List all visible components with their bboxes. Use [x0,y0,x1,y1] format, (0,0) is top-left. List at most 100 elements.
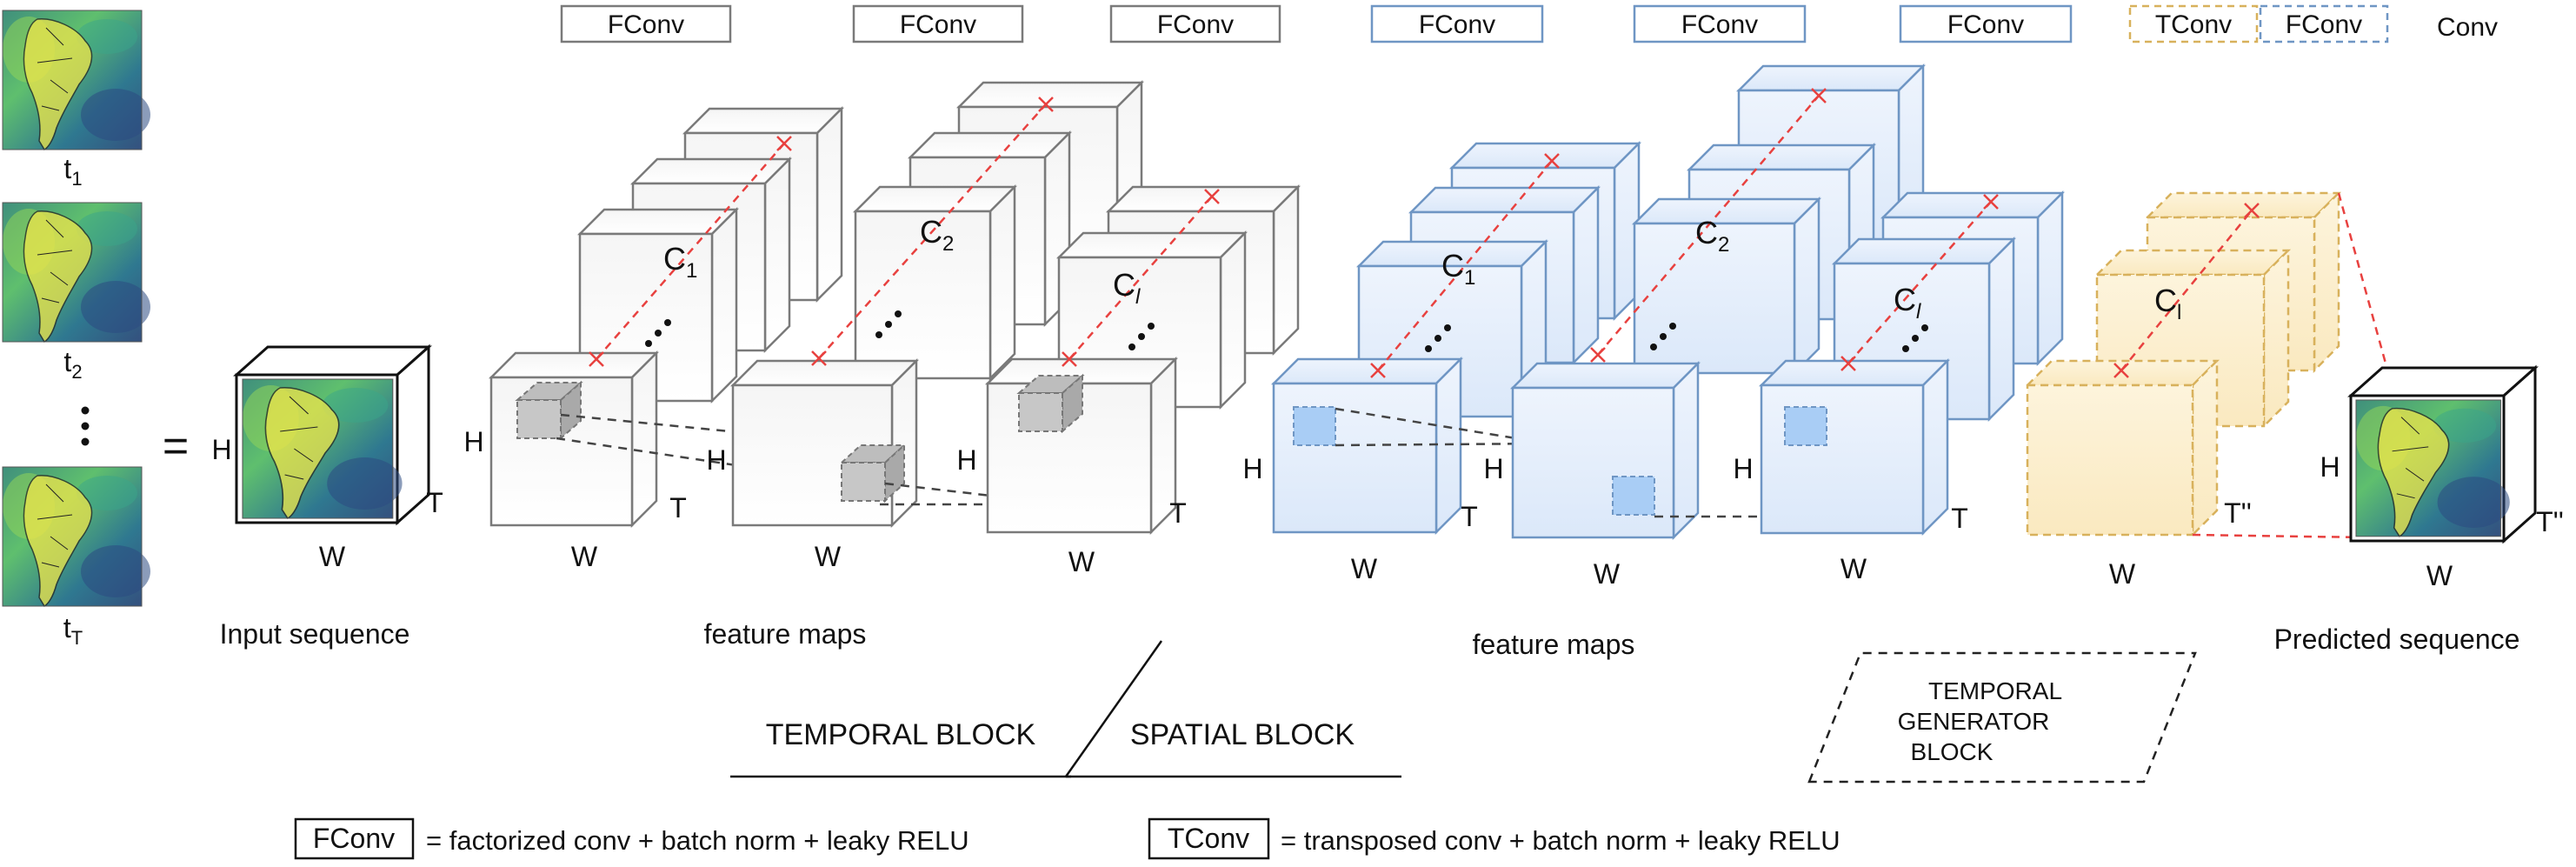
temporal-patch-1 [516,399,562,439]
temporal-cube3-w: W [1068,546,1095,577]
temporal-caption: feature maps [704,618,867,650]
temporal-projection-line-1b [556,437,766,471]
generator-label-line3: BLOCK [1911,738,1994,765]
fconv-header-5-label: FConv [1681,10,1758,39]
spatial-cube1-h: H [1242,453,1262,484]
temporal-cube2-w: W [815,541,842,572]
temporal-patch-3 [1018,392,1063,432]
spatial-cube3-c-sub: l [1916,300,1921,323]
fconv-header-3: FConv [1109,4,1281,43]
input-cube-w: W [319,541,346,572]
temporal-cube1-w: W [571,541,598,572]
input-cube-caption: Input sequence [220,618,410,650]
fconv-header-1-label: FConv [608,10,684,39]
legend-tconv-key: TConv [1168,823,1249,854]
generator-red-diagonal [2120,210,2253,371]
generator-w: W [2109,558,2136,590]
generator-c-sub: l [2177,301,2181,324]
spatial-patch-2 [1612,476,1655,516]
legend-fconv-desc: = factorized conv + batch norm + leaky R… [426,825,969,856]
fconv-header-4-label: FConv [1419,10,1495,39]
spatial-caption: feature maps [1473,629,1635,660]
temporal-red-x-1b [776,136,792,151]
generator-label-line2: GENERATOR [1898,708,2050,735]
temporal-stack-2 [729,79,1145,529]
input-cube-t: T [426,487,443,518]
spatial-ellipsis-1 [1425,324,1451,352]
output-cube-t: T'' [2536,506,2564,537]
temporal-projection-line-1a [560,413,766,437]
fconv-header-5: FConv [1633,4,1807,43]
temporal-ellipsis-3 [1128,323,1155,350]
spatial-cube3-c: C [1894,282,1916,317]
fconv-header-2: FConv [852,4,1024,43]
generator-c: C [2154,283,2177,318]
temporal-stack-2-layer-front [852,183,1018,382]
frame-t2-subscript: 2 [71,361,82,383]
temporal-cube1-h: H [463,426,483,457]
frame-t1-label: t [63,153,71,184]
svg-text:t2: t2 [63,346,82,383]
temporal-red-x-1a [589,351,604,367]
svg-text:t1: t1 [63,153,82,190]
vertical-ellipsis [81,406,90,446]
temporal-cube2-c: C [920,214,942,250]
generator-label-line1: TEMPORAL [1928,677,2062,704]
input-cube: H W T Input sequence [211,343,443,650]
fconv-header-7: FConv [2259,4,2389,43]
spatial-cube1-c: C [1441,248,1464,283]
legend-fconv-key: FConv [313,823,395,854]
temporal-stack-1 [488,105,845,529]
spatial-cube3-h: H [1733,453,1753,484]
legend-tconv: TConv = transposed conv + batch norm + l… [1148,817,1840,860]
frame-t1-subscript: 1 [71,168,82,190]
temporal-block: C1 H W T [463,79,1301,650]
temporal-patch-1-side [560,380,582,441]
frame-t2: t2 [2,202,151,383]
temporal-cube3-c-sub: l [1135,285,1141,309]
output-connector-bottom [2192,533,2366,539]
spatial-red-diagonal-2 [1597,95,1820,356]
spatial-cube2-w: W [1594,558,1621,590]
temporal-cube3-t: T [1169,497,1187,529]
svg-text:Cl: Cl [1894,282,1921,323]
svg-text:Cl: Cl [2154,283,2181,324]
temporal-cube1-c-sub: 1 [686,259,697,283]
svg-text:Cl: Cl [1113,267,1141,309]
fconv-header-6-label: FConv [1947,10,2024,39]
svg-text:C2: C2 [1695,215,1729,257]
legend: FConv = factorized conv + batch norm + l… [294,817,1840,860]
spatial-cube2-h: H [1483,453,1503,484]
spatial-cube1-t: T [1461,501,1478,532]
temporal-stack-1-input-face [488,350,660,529]
fconv-header-1: FConv [560,4,732,43]
temporal-stack-3-input-face [984,356,1179,536]
temporal-cube2-c-sub: 2 [942,232,954,256]
output-cube-h: H [2320,451,2340,483]
spatial-ellipsis-2 [1650,323,1676,350]
spatial-red-diagonal-1 [1377,160,1553,371]
spatial-block: C1 H W T C2 [1242,63,2066,660]
generator-block-outline [1807,651,2197,784]
equals-sign: = [163,421,189,471]
svg-text:C1: C1 [663,241,697,283]
header-row: FConv FConv FConv FConv FConv FConv TCon… [560,4,2498,43]
output-connector-top [2337,192,2389,370]
temporal-ellipsis-2 [875,310,902,338]
frame-t2-label: t [63,346,71,377]
svg-text:C2: C2 [920,214,954,256]
spatial-ellipsis-3 [1902,324,1928,352]
temporal-cube1-c: C [663,241,686,277]
temporal-stack-3 [984,183,1301,536]
block-divider: TEMPORAL BLOCK SPATIAL BLOCK [730,640,1401,778]
generator-stack [2024,190,2342,538]
temporal-red-diagonal-1 [596,143,785,360]
spatial-stack-3 [1758,190,2066,537]
temporal-cube1-t: T [669,492,687,524]
temporal-generator: Cl W T'' TEMPORAL GENERATOR BLOCK [1807,190,2342,784]
temporal-ellipsis-1 [645,319,671,347]
conv-header-label: Conv [2437,13,2498,42]
temporal-stack-2-input-face [729,357,920,529]
spatial-cube2-c-sub: 2 [1718,233,1729,257]
output-cube: H W T'' Predicted sequence [2274,364,2564,655]
